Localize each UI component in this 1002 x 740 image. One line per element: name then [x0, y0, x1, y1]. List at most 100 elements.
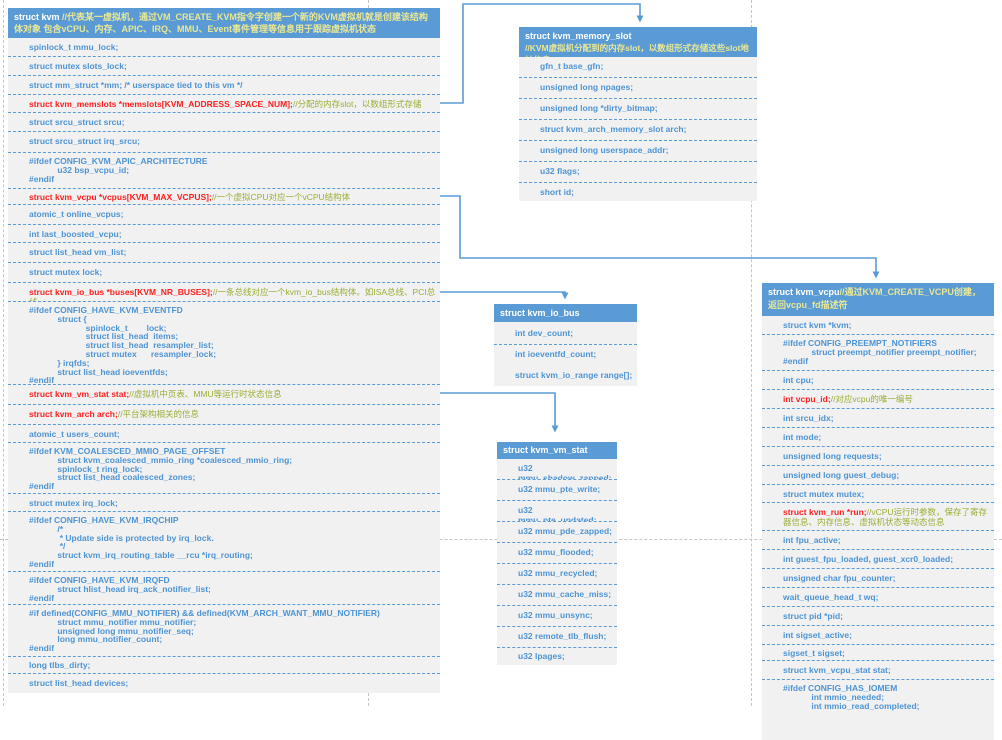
struct-kvm-fields: spinlock_t mmu_lock; struct mutex slots_… [8, 38, 440, 693]
struct-kvm-vm-stat-box: struct kvm_vm_stat u32 mmu_shadow_zapped… [497, 442, 617, 665]
field-code: struct kvm_vm_stat stat; [29, 389, 130, 399]
field-code: int guest_fpu_loaded, guest_xcr0_loaded; [783, 554, 954, 564]
field-row-vcpu-id: int vcpu_id;//对应vcpu的唯一编号 [762, 390, 994, 409]
struct-kvm-vm-stat-header: struct kvm_vm_stat [497, 442, 617, 459]
field-row: unsigned long userspace_addr; [519, 141, 757, 162]
field-row-ifdef-mmu-notifier: #if defined(CONFIG_MMU_NOTIFIER) && defi… [8, 605, 440, 657]
field-code: u32 mmu_pde_zapped; [518, 526, 612, 536]
field-row: u32 mmu_pte_updated; [497, 501, 617, 522]
struct-title: struct kvm [14, 12, 60, 22]
struct-kvm-memory-slot-fields: gfn_t base_gfn; unsigned long npages; un… [519, 57, 757, 201]
field-code: struct kvm_vcpu_stat stat; [783, 665, 891, 675]
field-code: u32 mmu_pte_write; [518, 484, 601, 494]
field-row-ifdef-coalesced: #ifdef KVM_COALESCED_MMIO_PAGE_OFFSET st… [8, 443, 440, 494]
field-row: u32 mmu_unsync; [497, 606, 617, 627]
field-row: wait_queue_head_t wq; [762, 588, 994, 607]
field-code: struct mutex lock; [29, 267, 103, 277]
field-row: struct mutex slots_lock; [8, 57, 440, 76]
field-row: unsigned long *dirty_bitmap; [519, 99, 757, 120]
field-code: u32 mmu_flooded; [518, 547, 594, 557]
field-code: int last_boosted_vcpu; [29, 229, 122, 239]
field-block: #ifdef CONFIG_PREEMPT_NOTIFIERS struct p… [783, 338, 977, 366]
struct-kvm-box: struct kvm //代表某一虚拟机，通过VM_CREATE_KVM指令字创… [8, 8, 440, 693]
field-row: u32 mmu_pte_write; [497, 480, 617, 501]
field-row: struct srcu_struct srcu; [8, 113, 440, 132]
field-block: #ifdef CONFIG_KVM_APIC_ARCHITECTURE u32 … [29, 156, 208, 184]
field-row: gfn_t base_gfn; [519, 57, 757, 78]
field-row: int dev_count; [494, 322, 637, 345]
field-row-arch: struct kvm_arch arch;//平台架构相关的信息 [8, 405, 440, 425]
field-code: int fpu_active; [783, 535, 841, 545]
field-code: int sigset_active; [783, 630, 852, 640]
field-row: sigset_t sigset; [762, 645, 994, 661]
field-row: struct kvm_arch_memory_slot arch; [519, 120, 757, 141]
field-code: u32 mmu_shadow_zapped; [518, 463, 612, 480]
field-row: int srcu_idx; [762, 409, 994, 428]
field-row: u32 mmu_cache_miss; [497, 585, 617, 606]
struct-kvm-vcpu-fields: struct kvm *kvm; #ifdef CONFIG_PREEMPT_N… [762, 316, 994, 740]
field-row: int mode; [762, 428, 994, 447]
field-code: struct mutex slots_lock; [29, 61, 127, 71]
arrow-buses-to-kvm-io-bus [440, 291, 569, 300]
field-row: struct mutex lock; [8, 263, 440, 283]
field-row: long tlbs_dirty; [8, 657, 440, 674]
struct-kvm-memory-slot-box: struct kvm_memory_slot //KVM虚拟机分配到的内存slo… [519, 27, 757, 201]
field-row: unsigned char fpu_counter; [762, 569, 994, 588]
field-code: struct kvm_run *run; [783, 507, 867, 517]
field-row: atomic_t users_count; [8, 425, 440, 443]
field-row: spinlock_t mmu_lock; [8, 38, 440, 57]
struct-title-comment: //KVM虚拟机分配到的内存slot，以数组形式存储这些slot地址信息 [525, 43, 749, 57]
field-row-ifdef-preempt: #ifdef CONFIG_PREEMPT_NOTIFIERS struct p… [762, 335, 994, 371]
field-row: int fpu_active; [762, 531, 994, 550]
field-code: unsigned long *dirty_bitmap; [540, 103, 658, 113]
field-row-vm-stat: struct kvm_vm_stat stat;//虚拟机中页表、MMU等运行时… [8, 385, 440, 405]
field-row: struct mutex irq_lock; [8, 494, 440, 512]
field-code: wait_queue_head_t wq; [783, 592, 879, 602]
field-code: atomic_t online_vcpus; [29, 209, 124, 219]
field-row: u32 mmu_shadow_zapped; [497, 459, 617, 480]
field-row: struct srcu_struct irq_srcu; [8, 132, 440, 153]
field-row: u32 mmu_recycled; [497, 564, 617, 585]
field-code: struct kvm_io_range range[]; [515, 370, 633, 380]
struct-title: struct kvm_io_bus [500, 308, 580, 318]
field-row: unsigned long requests; [762, 447, 994, 466]
field-row-ifdef-eventfd: #ifdef CONFIG_HAVE_KVM_EVENTFD struct { … [8, 302, 440, 385]
field-comment: //vCPU运行时参数，保存了寄存器信息、内存信息、虚拟机状态等动态信息 [783, 507, 988, 527]
field-code: struct kvm *kvm; [783, 320, 852, 330]
field-code: u32 mmu_pte_updated; [518, 505, 597, 522]
field-code: sigset_t sigset; [783, 648, 845, 658]
field-block: #ifdef CONFIG_HAVE_KVM_IRQCHIP /* * Upda… [29, 515, 253, 569]
field-row: struct kvm *kvm; [762, 316, 994, 335]
struct-kvm-vcpu-header: struct kvm_vcpu//通过KVM_CREATE_VCPU创建，返回v… [762, 283, 994, 316]
field-row-ifdef-irqfd: #ifdef CONFIG_HAVE_KVM_IRQFD struct hlis… [8, 572, 440, 605]
field-code: struct kvm_arch arch; [29, 409, 118, 419]
field-row: struct kvm_io_range range[]; [494, 366, 637, 386]
field-row: int cpu; [762, 371, 994, 390]
field-code: struct pid *pid; [783, 611, 843, 621]
field-row: u32 mmu_flooded; [497, 543, 617, 564]
struct-kvm-io-bus-header: struct kvm_io_bus [494, 304, 637, 322]
field-code: int ioeventfd_count; [515, 349, 597, 359]
field-row: atomic_t online_vcpus; [8, 205, 440, 225]
page-break-vertical-left [3, 0, 4, 706]
field-block: #ifdef CONFIG_HAVE_KVM_EVENTFD struct { … [29, 305, 217, 385]
field-code: u32 mmu_unsync; [518, 610, 593, 620]
field-code: unsigned long guest_debug; [783, 470, 900, 480]
field-row: struct list_head vm_list; [8, 243, 440, 263]
struct-kvm-memory-slot-header: struct kvm_memory_slot //KVM虚拟机分配到的内存slo… [519, 27, 757, 57]
field-row: int last_boosted_vcpu; [8, 225, 440, 243]
field-comment: //一条总线对应一个kvm_io_bus结构体。如ISA总线、PCI总线 [29, 287, 436, 302]
field-code: struct kvm_memslots *memslots[KVM_ADDRES… [29, 99, 293, 109]
struct-kvm-io-bus-fields: int dev_count; int ioeventfd_count; stru… [494, 322, 637, 386]
field-code: struct srcu_struct srcu; [29, 117, 125, 127]
field-code: struct srcu_struct irq_srcu; [29, 136, 141, 146]
field-row-run: struct kvm_run *run;//vCPU运行时参数，保存了寄存器信息… [762, 503, 994, 531]
field-code: struct mutex irq_lock; [29, 498, 118, 508]
field-block: #ifdef KVM_COALESCED_MMIO_PAGE_OFFSET st… [29, 446, 293, 492]
field-row: struct kvm_vcpu_stat stat; [762, 661, 994, 680]
struct-title: struct kvm_vm_stat [503, 445, 588, 455]
field-row-ifdef-irqchip: #ifdef CONFIG_HAVE_KVM_IRQCHIP /* * Upda… [8, 512, 440, 572]
field-comment: //虚拟机中页表、MMU等运行时状态信息 [129, 389, 282, 399]
struct-kvm-vcpu-box: struct kvm_vcpu//通过KVM_CREATE_VCPU创建，返回v… [762, 283, 994, 740]
